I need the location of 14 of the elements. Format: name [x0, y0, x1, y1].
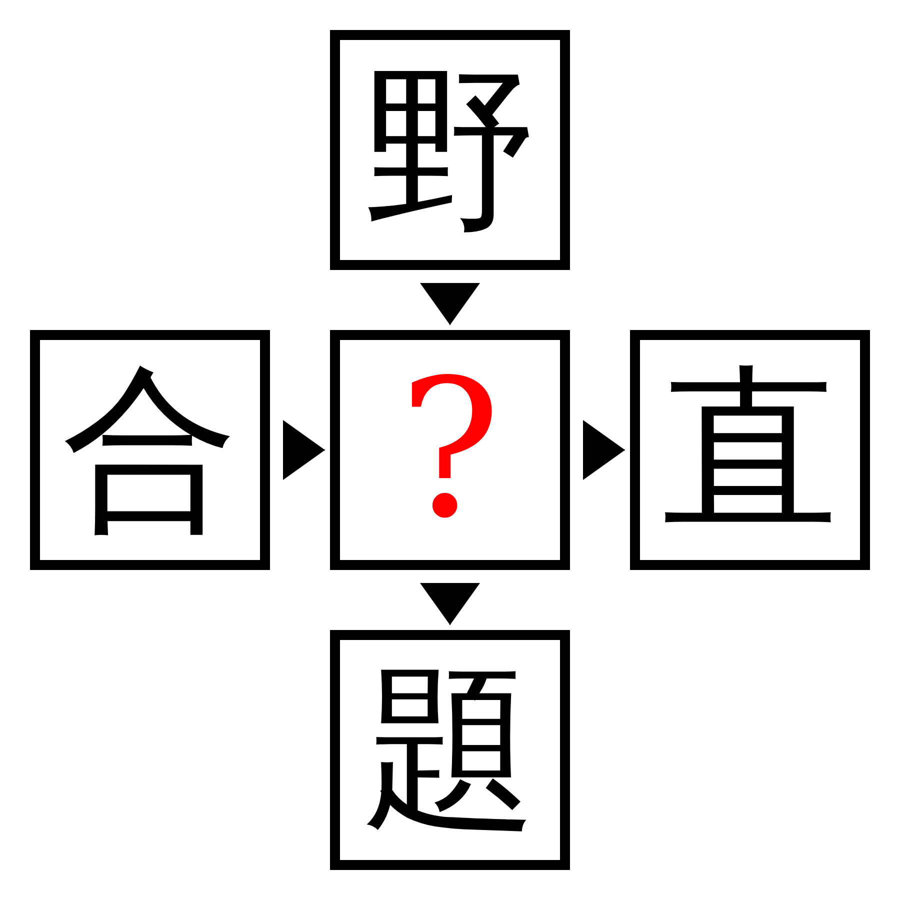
character-box: [30, 330, 270, 570]
character-text: 題: [362, 662, 538, 838]
character-text: 野: [362, 62, 538, 238]
character-text: ?: [399, 355, 501, 545]
character-text: 直: [662, 362, 838, 538]
arrow: [420, 582, 480, 626]
character-box: [330, 630, 570, 870]
arrow: [582, 420, 626, 480]
character-text: 合: [62, 362, 238, 538]
arrow: [282, 420, 326, 480]
arrow: [420, 282, 480, 326]
character-box: [330, 30, 570, 270]
character-box: [330, 330, 570, 570]
character-box: [630, 330, 870, 570]
